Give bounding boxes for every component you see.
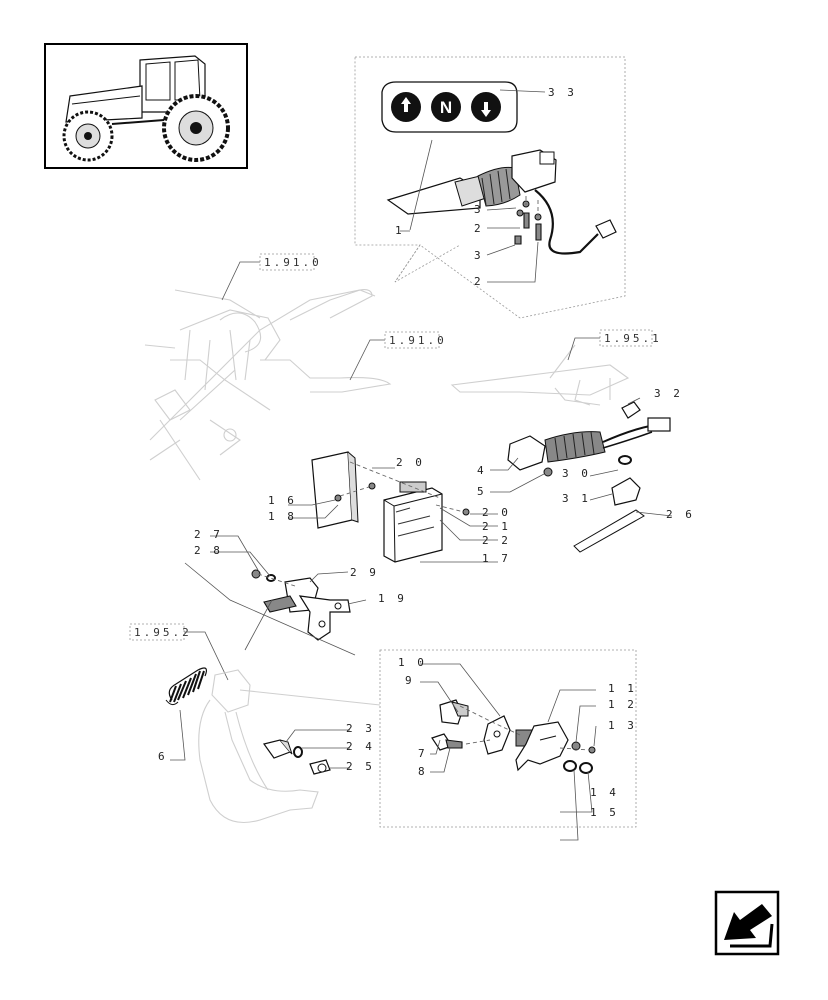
brake-pedal-background: [198, 669, 381, 824]
callout-8: 8: [418, 765, 428, 778]
return-spring: [165, 667, 208, 706]
ref-1-95-2: 1.95.2: [134, 626, 192, 639]
callout-6: 6: [158, 750, 168, 763]
callout-20b: 2 0: [482, 506, 511, 519]
ref-1-91-0-a: 1.91.0: [264, 256, 322, 269]
callout-11: 1 1: [608, 682, 637, 695]
handbrake-switch: [507, 401, 671, 553]
callout-19: 1 9: [378, 592, 407, 605]
callout-18: 1 8: [268, 510, 297, 523]
panel-pointer: [394, 244, 461, 283]
callout-20a: 2 0: [396, 456, 425, 469]
callout-15: 1 5: [590, 806, 619, 819]
callout-25: 2 5: [346, 760, 375, 773]
shuttle-symbol-plate: N: [381, 81, 518, 133]
stop-parts-23-25: [262, 739, 331, 775]
callout-24: 2 4: [346, 740, 375, 753]
callout-1: 1: [395, 224, 405, 237]
handbrake-background: [450, 344, 630, 406]
callout-33: 3 3: [548, 86, 577, 99]
callout-28: 2 8: [194, 544, 223, 557]
callout-2b: 2: [474, 275, 484, 288]
callout-12: 1 2: [608, 698, 637, 711]
screws-2-3: [514, 196, 542, 245]
shuttle-lever: [386, 149, 617, 255]
control-unit: [311, 451, 470, 563]
ref-1-95-1: 1.95.1: [604, 332, 662, 345]
callout-3a: 3: [474, 203, 484, 216]
steering-column-background: [144, 289, 392, 481]
callout-2a: 2: [474, 222, 484, 235]
ref-box-1: [259, 253, 315, 271]
callout-4: 4: [477, 464, 487, 477]
detail-panel-bottom: [379, 649, 637, 828]
brake-switch-assembly: [431, 699, 596, 774]
callout-5: 5: [477, 485, 487, 498]
callout-26: 2 6: [666, 508, 695, 521]
pedal-switch-bracket: [251, 569, 351, 641]
callout-29: 2 9: [350, 566, 379, 579]
callout-14: 1 4: [590, 786, 619, 799]
callout-10: 1 0: [398, 656, 427, 669]
callout-7: 7: [418, 747, 428, 760]
callout-16: 1 6: [268, 494, 297, 507]
neutral-symbol: N: [440, 98, 452, 117]
callout-22: 2 2: [482, 534, 511, 547]
callout-32: 3 2: [654, 387, 683, 400]
ref-1-91-0-b: 1.91.0: [389, 334, 447, 347]
callout-27: 2 7: [194, 528, 223, 541]
callout-21: 2 1: [482, 520, 511, 533]
tractor-thumbnail-icon: [44, 43, 248, 169]
return-arrow-icon[interactable]: [714, 890, 780, 956]
callout-30: 3 0: [562, 467, 591, 480]
callout-13: 1 3: [608, 719, 637, 732]
ref-box-2: [384, 331, 440, 349]
callout-23: 2 3: [346, 722, 375, 735]
callout-9: 9: [405, 674, 415, 687]
callout-3b: 3: [474, 249, 484, 262]
callout-31: 3 1: [562, 492, 591, 505]
callout-17: 1 7: [482, 552, 511, 565]
